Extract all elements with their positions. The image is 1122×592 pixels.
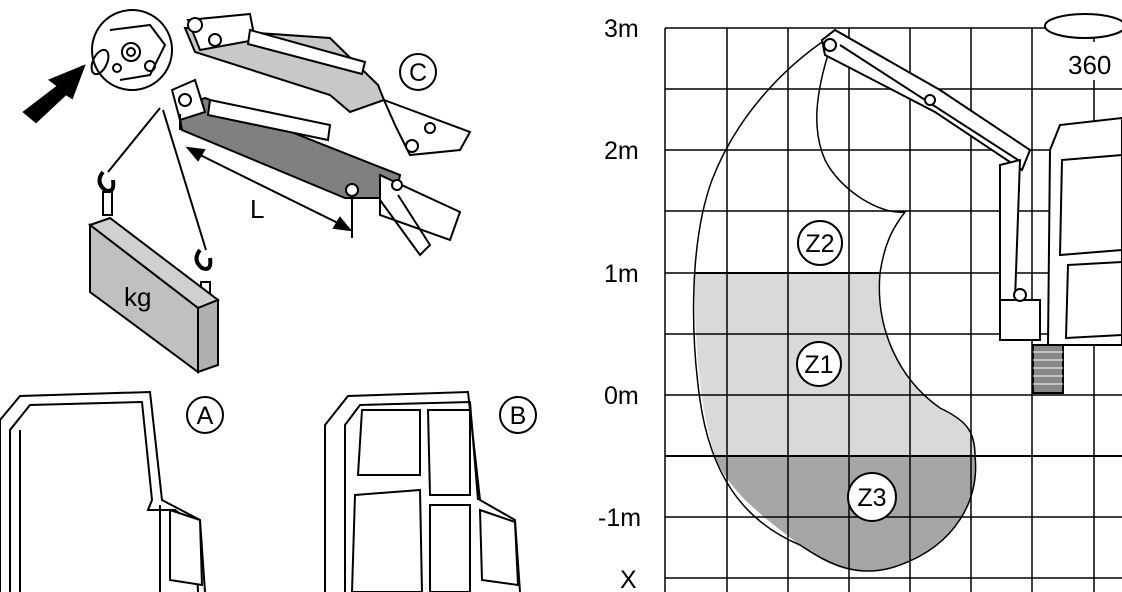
y-tick-3m: 3m	[604, 15, 639, 43]
label-c: C	[399, 53, 437, 91]
cab-b-closed: B	[324, 390, 537, 592]
zone-z3: Z3	[847, 472, 897, 522]
load-label: kg	[124, 282, 151, 312]
reach-envelope	[692, 37, 977, 572]
zone-z1: Z1	[796, 341, 842, 387]
range-chart: 360 Z2 Z1 Z3 3m 2m 1m 0m -1m X	[598, 13, 1122, 592]
lifting-diagram: C L	[22, 9, 472, 374]
cab-a-label: A	[197, 402, 214, 430]
length-label: L	[250, 194, 264, 224]
excavator-arm	[820, 28, 1041, 341]
excavator-body	[1032, 116, 1122, 394]
x-axis-label: X	[620, 566, 637, 592]
label-c-text: C	[409, 59, 427, 87]
boom-c	[183, 12, 472, 157]
rotation-ellipse	[1044, 13, 1122, 39]
y-axis-ticks: 3m 2m 1m 0m -1m X	[598, 15, 641, 592]
load-block: kg	[87, 216, 221, 374]
boom-arm	[170, 78, 462, 257]
cab-a-open: A	[0, 390, 224, 592]
zone-z2: Z2	[797, 220, 843, 266]
rotation-label: 360	[1068, 50, 1111, 80]
pointer-arrow	[22, 64, 86, 124]
y-tick-2m: 2m	[604, 137, 639, 165]
length-dimension: L	[179, 114, 353, 238]
zone-z3-area	[715, 456, 976, 572]
y-tick-0m: 0m	[604, 382, 639, 410]
cab-b-label: B	[510, 402, 527, 430]
zone-z2-label: Z2	[805, 230, 834, 258]
y-tick-1m: 1m	[604, 260, 639, 288]
y-tick-minus-1m: -1m	[598, 504, 641, 532]
attachment-point-detail	[90, 9, 173, 91]
zone-z1-label: Z1	[804, 351, 833, 379]
zone-z3-label: Z3	[857, 484, 886, 512]
